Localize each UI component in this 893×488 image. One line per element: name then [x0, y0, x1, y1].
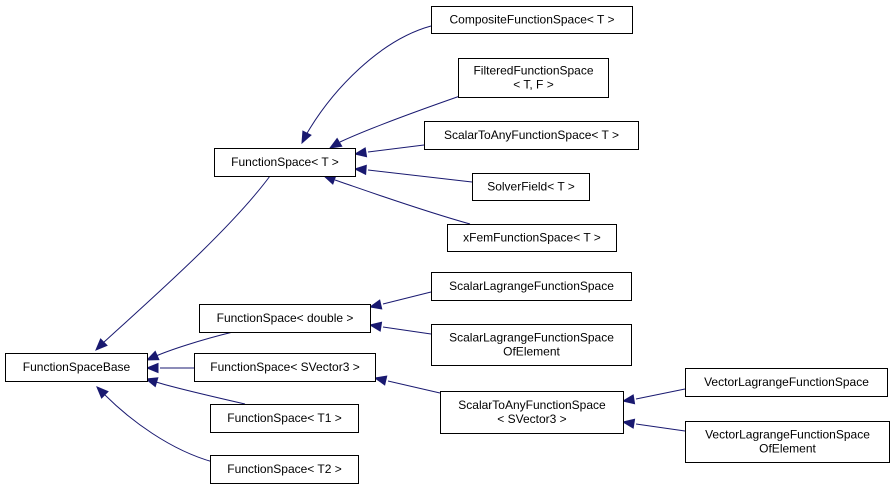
edge-scalartoany-svector3-to-svector3-arrowhead	[373, 375, 388, 386]
class-node-label: FunctionSpace< T1 >	[227, 411, 342, 425]
class-node-label: ScalarToAnyFunctionSpace< T >	[444, 128, 619, 142]
edge-solverfield-to-function-space-t-arrowhead	[353, 164, 367, 176]
class-node-label: VectorLagrangeFunctionSpace	[704, 375, 869, 389]
class-node-box	[458, 58, 609, 98]
edge-function-space-double-to-base-arrowhead	[145, 350, 160, 361]
edge-function-space-t-to-base-arrowhead	[95, 338, 108, 351]
class-node-box	[199, 304, 371, 333]
edge-vectorlagrange-to-scalartoany-svector3	[621, 388, 686, 405]
class-node-box	[431, 324, 632, 366]
edge-vectorlagrange-ofelement-to-scalartoany-svector3-line	[635, 423, 686, 432]
class-node-label: xFemFunctionSpace< T >	[463, 231, 601, 245]
edge-solverfield-to-function-space-t	[353, 164, 473, 183]
class-node-label: OfElement	[759, 442, 816, 456]
edge-scalarlagrange-ofelement-to-double-arrowhead	[368, 321, 383, 332]
class-node-label: < T, F >	[513, 78, 553, 92]
class-node-box	[440, 391, 624, 434]
edge-scalartoany-t-to-function-space-t-arrowhead	[353, 147, 368, 158]
class-node-box	[210, 404, 359, 433]
edge-scalartoany-svector3-to-svector3-line	[387, 380, 441, 394]
edge-function-space-t2-to-base	[96, 386, 214, 463]
class-node-composite-function-space[interactable]: CompositeFunctionSpace< T >	[431, 6, 633, 34]
edge-scalarlagrange-to-double	[368, 291, 432, 310]
edge-xfem-to-function-space-t	[322, 175, 471, 225]
class-node-label: ScalarToAnyFunctionSpace	[458, 398, 606, 412]
edge-scalartoany-t-to-function-space-t	[353, 144, 425, 158]
edge-scalarlagrange-ofelement-to-double-line	[382, 326, 432, 335]
class-node-label: FunctionSpace< double >	[217, 311, 354, 325]
class-node-function-space-t2[interactable]: FunctionSpace< T2 >	[210, 455, 359, 484]
edge-vectorlagrange-ofelement-to-scalartoany-svector3	[621, 418, 686, 432]
edge-scalarlagrange-to-double-arrowhead	[368, 299, 383, 310]
edge-filtered-to-function-space-t-arrowhead	[328, 137, 343, 149]
edge-filtered-to-function-space-t-line	[339, 95, 461, 143]
edge-scalarlagrange-to-double-line	[382, 291, 432, 305]
class-node-label: < SVector3 >	[497, 412, 566, 426]
edge-composite-to-function-space-t	[301, 25, 432, 145]
class-node-box	[214, 148, 356, 177]
class-node-box	[424, 121, 639, 150]
edge-composite-to-function-space-t-arrowhead	[301, 130, 312, 145]
class-node-function-space-t[interactable]: FunctionSpace< T >	[214, 148, 356, 177]
class-node-box	[431, 272, 632, 301]
class-node-box	[210, 455, 359, 484]
edge-vectorlagrange-to-scalartoany-svector3-line	[635, 388, 686, 400]
class-node-box	[447, 224, 617, 252]
class-node-label: SolverField< T >	[487, 180, 575, 194]
edge-function-space-t2-to-base-line	[104, 394, 214, 463]
class-node-label: FunctionSpace< T >	[231, 155, 339, 169]
edge-scalarlagrange-ofelement-to-double	[368, 321, 432, 335]
class-node-scalar-to-any-function-space-t[interactable]: ScalarToAnyFunctionSpace< T >	[424, 121, 639, 150]
edge-function-space-t1-to-base-arrowhead	[144, 377, 159, 388]
class-node-label: VectorLagrangeFunctionSpace	[705, 428, 870, 442]
edge-vectorlagrange-to-scalartoany-svector3-arrowhead	[621, 394, 636, 405]
class-node-box	[472, 173, 590, 201]
class-node-box	[685, 421, 890, 463]
class-node-box	[685, 368, 888, 397]
class-node-xfem-function-space[interactable]: xFemFunctionSpace< T >	[447, 224, 617, 252]
class-node-label: OfElement	[503, 345, 560, 359]
class-node-solver-field[interactable]: SolverField< T >	[472, 173, 590, 201]
class-node-label: FunctionSpaceBase	[23, 360, 131, 374]
edge-function-space-double-to-base-line	[155, 331, 234, 357]
edge-function-space-t2-to-base-arrowhead	[96, 386, 109, 399]
class-node-box	[5, 353, 148, 382]
class-node-box	[431, 6, 633, 34]
edge-function-space-t1-to-base-line	[155, 381, 246, 405]
edge-solverfield-to-function-space-t-line	[367, 169, 473, 183]
class-node-function-space-t1[interactable]: FunctionSpace< T1 >	[210, 404, 359, 433]
class-node-scalar-to-any-function-space-svector3[interactable]: ScalarToAnyFunctionSpace< SVector3 >	[440, 391, 624, 434]
class-node-vector-lagrange-function-space[interactable]: VectorLagrangeFunctionSpace	[685, 368, 888, 397]
class-node-label: CompositeFunctionSpace< T >	[450, 13, 615, 27]
class-node-filtered-function-space[interactable]: FilteredFunctionSpace< T, F >	[458, 58, 609, 98]
edge-scalartoany-t-to-function-space-t-line	[367, 144, 425, 153]
class-node-label: FunctionSpace< SVector3 >	[210, 360, 359, 374]
class-node-label: FilteredFunctionSpace	[473, 64, 593, 78]
class-node-function-space-base[interactable]: FunctionSpaceBase	[5, 353, 148, 382]
edge-function-space-svector3-to-base	[145, 362, 194, 374]
edge-function-space-double-to-base	[145, 331, 234, 361]
class-node-function-space-svector3[interactable]: FunctionSpace< SVector3 >	[194, 353, 376, 382]
edge-function-space-svector3-to-base-arrowhead	[145, 362, 159, 374]
class-node-box	[194, 353, 376, 382]
class-node-label: ScalarLagrangeFunctionSpace	[449, 331, 614, 345]
class-node-label: FunctionSpace< T2 >	[227, 462, 342, 476]
edge-composite-to-function-space-t-line	[305, 25, 432, 136]
edge-function-space-t-to-base-line	[102, 175, 271, 344]
edge-filtered-to-function-space-t	[328, 95, 461, 149]
edge-xfem-to-function-space-t-line	[334, 179, 471, 225]
class-node-function-space-double[interactable]: FunctionSpace< double >	[199, 304, 371, 333]
edge-vectorlagrange-ofelement-to-scalartoany-svector3-arrowhead	[621, 418, 636, 429]
edge-scalartoany-svector3-to-svector3	[373, 375, 441, 394]
class-node-scalar-lagrange-function-space[interactable]: ScalarLagrangeFunctionSpace	[431, 272, 632, 301]
edge-function-space-t1-to-base	[144, 377, 246, 405]
class-node-label: ScalarLagrangeFunctionSpace	[449, 279, 614, 293]
edge-function-space-t-to-base	[95, 175, 271, 351]
